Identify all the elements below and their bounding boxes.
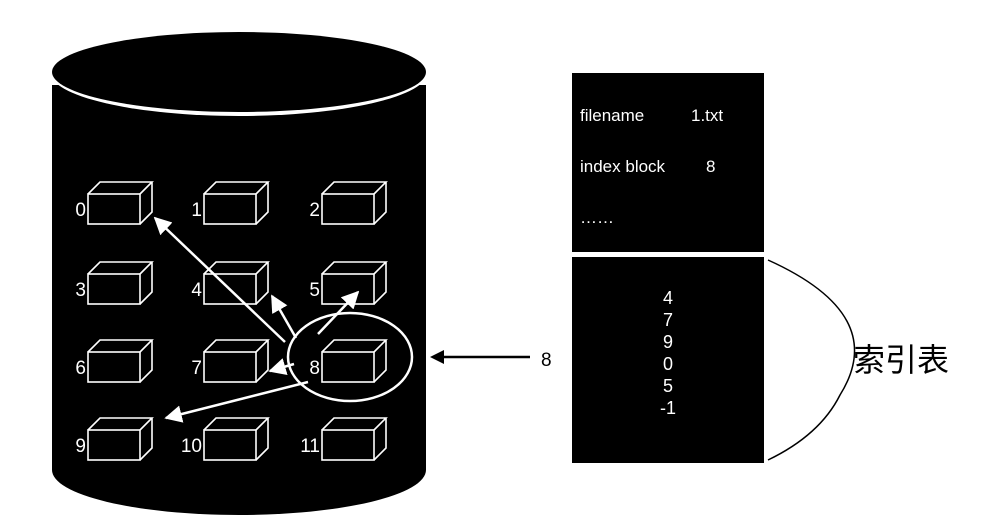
block-number: 9	[75, 436, 86, 457]
block-edges	[87, 417, 154, 461]
fcb-panel	[572, 73, 764, 252]
filename-value: 1.txt	[691, 106, 723, 125]
index-entry: 5	[663, 376, 673, 396]
disk-block-4: 4	[191, 261, 270, 305]
link-arrow-to-4	[270, 294, 298, 339]
block-edges	[87, 261, 154, 305]
link-arrow-to-9	[164, 380, 309, 423]
block-links	[153, 216, 360, 423]
block-edges	[321, 339, 388, 383]
block-edges	[321, 417, 388, 461]
disk-block-2: 2	[309, 181, 388, 225]
disk-top	[52, 32, 426, 112]
block-face	[87, 351, 141, 383]
block-face	[203, 429, 257, 461]
block-edges	[203, 339, 270, 383]
disk-block-7: 7	[191, 339, 270, 383]
block-number: 3	[75, 280, 86, 301]
block-edges	[203, 417, 270, 461]
block-number: 1	[191, 200, 202, 221]
disk-block-8: 8	[309, 339, 388, 383]
index-table-panel	[572, 257, 764, 463]
link-arrow-to-0	[153, 216, 286, 343]
filename-label: filename	[580, 106, 644, 125]
more-fields: ……	[580, 208, 614, 227]
disk-block-10: 10	[181, 417, 270, 461]
block-edges	[321, 181, 388, 225]
index-entry: -1	[660, 398, 676, 418]
block-face	[87, 429, 141, 461]
index-entry: 9	[663, 332, 673, 352]
disk-block-3: 3	[75, 261, 154, 305]
disk-block-0: 0	[75, 181, 154, 225]
index-block-highlight	[286, 311, 414, 403]
disk-block-9: 9	[75, 417, 154, 461]
block-face	[321, 193, 375, 225]
index-entry: 7	[663, 310, 673, 330]
disk-block-6: 6	[75, 339, 154, 383]
block-number: 4	[191, 280, 202, 301]
disk-block-11: 11	[300, 417, 388, 461]
block-face	[203, 193, 257, 225]
disk-blocks: 0 1 2 3 4 5 6 7 8 9 10 11	[75, 181, 388, 461]
block-face	[203, 351, 257, 383]
disk-body	[52, 85, 426, 515]
block-edges	[203, 181, 270, 225]
pointer-label: 8	[541, 350, 552, 371]
block-edges	[87, 339, 154, 383]
block-number: 8	[309, 358, 320, 379]
block-face	[321, 351, 375, 383]
block-edges	[203, 261, 270, 305]
block-face	[87, 193, 141, 225]
block-number: 0	[75, 200, 86, 221]
block-face	[203, 273, 257, 305]
file-control-block: filename 1.txt index block 8 ……	[572, 73, 764, 252]
index-table-brace	[767, 259, 856, 461]
block-face	[321, 429, 375, 461]
block-number: 11	[300, 436, 320, 457]
index-table-caption: 索引表	[853, 341, 949, 379]
block-number: 6	[75, 358, 86, 379]
pointer: 8	[430, 350, 552, 371]
index-entry: 0	[663, 354, 673, 374]
block-number: 2	[309, 200, 320, 221]
block-number: 5	[309, 280, 320, 301]
block-face	[87, 273, 141, 305]
pointer-arrow-head	[430, 350, 444, 364]
block-number: 7	[191, 358, 202, 379]
disk-block-1: 1	[191, 181, 270, 225]
index-entry: 4	[663, 288, 673, 308]
index-block-label: index block	[580, 157, 666, 176]
index-block-value: 8	[706, 157, 715, 176]
block-edges	[87, 181, 154, 225]
block-number: 10	[181, 436, 202, 457]
block-edges	[321, 261, 388, 305]
disk-cylinder	[50, 28, 428, 515]
